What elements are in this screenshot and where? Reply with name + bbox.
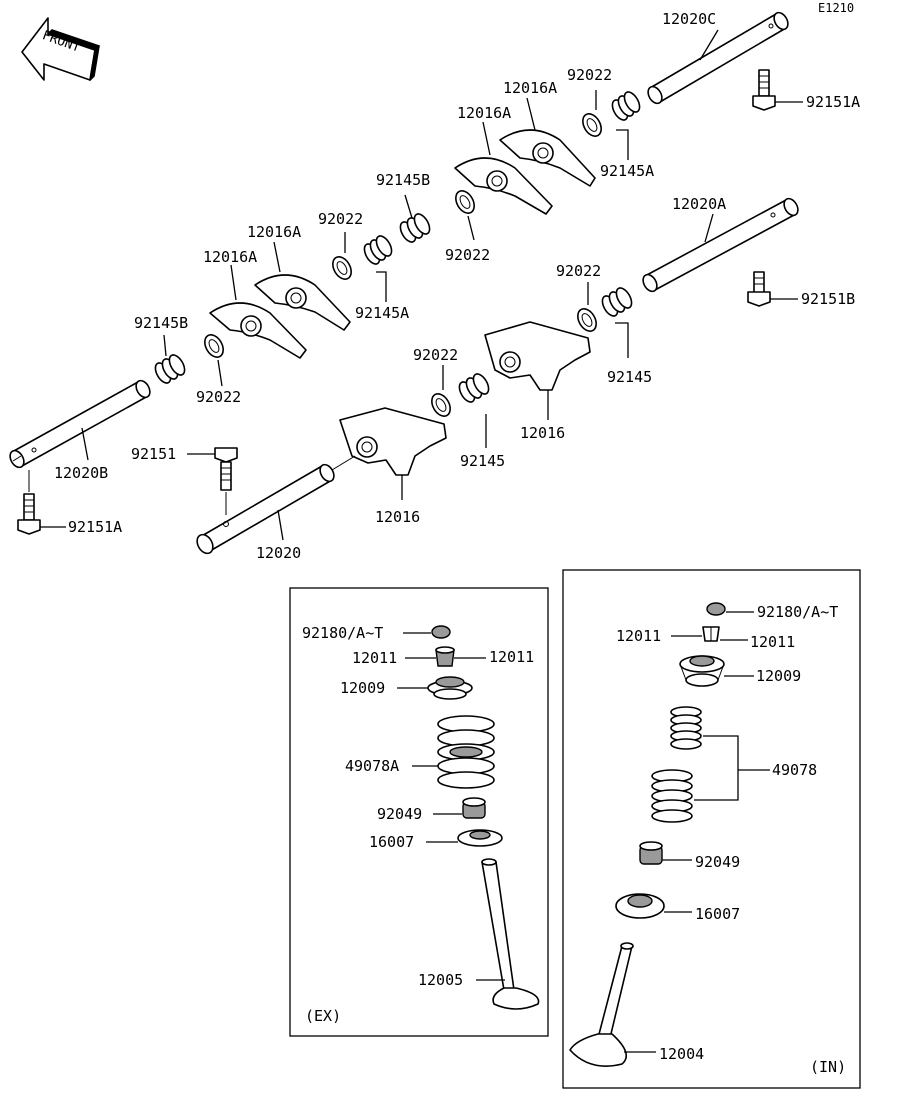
label-92022-e: 92022 — [413, 346, 458, 364]
spring-92145a-b — [363, 235, 393, 265]
label-92145a-a: 92145A — [600, 162, 654, 180]
label-in-16007: 16007 — [695, 905, 740, 923]
rocker-arm-12016-a — [484, 321, 591, 391]
label-92145b-a: 92145B — [376, 171, 430, 189]
label-in-12011-l: 12011 — [616, 627, 661, 645]
label-12016-a: 12016 — [520, 424, 565, 442]
rocker-shaft-12020b — [9, 379, 151, 469]
label-in-92049: 92049 — [695, 853, 740, 871]
bolt-92151 — [214, 447, 238, 491]
seal-92049-in — [639, 841, 663, 865]
label-in-92180: 92180/A~T — [757, 603, 838, 621]
label-12016a-d: 12016A — [203, 248, 257, 266]
rocker-arm-12016a-a — [499, 129, 596, 187]
label-92145a-b: 92145A — [355, 304, 409, 322]
rocker-shaft-12020 — [196, 463, 335, 555]
seal-92049-ex — [462, 797, 486, 819]
in-tag: (IN) — [810, 1058, 846, 1076]
label-ex-16007: 16007 — [369, 833, 414, 851]
spring-49078a-ex — [437, 715, 495, 789]
label-92151: 92151 — [131, 445, 176, 463]
washer-92022-a — [582, 113, 602, 137]
spring-92145b-a — [399, 213, 431, 243]
bolt-92151a-bottom — [17, 493, 41, 535]
seat-16007-in — [615, 893, 665, 919]
label-92022-b: 92022 — [445, 246, 490, 264]
spring-49078-in-inner — [670, 706, 702, 750]
washer-92022-b — [455, 190, 475, 214]
rocker-arm-12016a-d — [209, 302, 307, 359]
label-ex-49078a: 49078A — [345, 757, 399, 775]
exhaust-valve-box — [289, 587, 549, 1037]
label-92022-f: 92022 — [196, 388, 241, 406]
label-ex-12009: 12009 — [340, 679, 385, 697]
label-92151b: 92151B — [801, 290, 855, 308]
label-12016a-b: 12016A — [457, 104, 511, 122]
bolt-92151a-top — [752, 69, 776, 111]
spring-92145a-a — [611, 91, 641, 121]
washer-92022-e — [431, 393, 451, 417]
intake-valve-box — [562, 569, 861, 1089]
label-in-12004: 12004 — [659, 1045, 704, 1063]
label-92145b-b: 92145B — [134, 314, 188, 332]
label-12020a: 12020A — [672, 195, 726, 213]
label-92022-d: 92022 — [556, 262, 601, 280]
label-12020: 12020 — [256, 544, 301, 562]
shim-92180-in — [706, 602, 726, 616]
label-92145-a: 92145 — [607, 368, 652, 386]
label-92151a-top: 92151A — [806, 93, 860, 111]
label-12016a-a: 12016A — [503, 79, 557, 97]
seat-16007-ex — [457, 829, 503, 847]
retainer-12009-in — [679, 655, 725, 687]
washer-92022-c — [332, 256, 352, 280]
spring-92145-a — [601, 287, 633, 317]
spring-92145b-b — [154, 354, 186, 384]
label-ex-92180: 92180/A~T — [302, 624, 383, 642]
label-12016-b: 12016 — [375, 508, 420, 526]
spring-92145-b — [458, 373, 490, 403]
ex-tag: (EX) — [305, 1007, 341, 1025]
valve-12005-ex — [481, 858, 540, 1010]
rocker-shaft-12020c — [647, 11, 789, 105]
label-92022-c: 92022 — [318, 210, 363, 228]
label-92151a-bottom: 92151A — [68, 518, 122, 536]
rocker-arm-12016-b — [339, 407, 447, 476]
label-ex-12005: 12005 — [418, 971, 463, 989]
label-12020c: 12020C — [662, 10, 716, 28]
keeper-12011-in — [702, 626, 720, 642]
label-in-12011-r: 12011 — [750, 633, 795, 651]
label-in-49078: 49078 — [772, 761, 817, 779]
diagram-code: E1210 — [818, 1, 854, 15]
label-92022-a: 92022 — [567, 66, 612, 84]
spring-49078-in-outer — [651, 769, 693, 823]
shim-92180-ex — [431, 625, 451, 639]
rocker-arm-12016a-b — [454, 157, 553, 215]
keeper-12011-ex — [435, 646, 455, 667]
label-ex-12011-l: 12011 — [352, 649, 397, 667]
label-12020b: 12020B — [54, 464, 108, 482]
bolt-92151b — [747, 271, 771, 307]
retainer-12009-ex — [427, 676, 473, 700]
front-arrow-icon: FRONT — [21, 17, 100, 81]
washer-92022-d — [577, 308, 597, 332]
label-ex-12011-r: 12011 — [489, 648, 534, 666]
rocker-shaft-12020a — [642, 197, 799, 293]
washer-92022-f — [204, 334, 224, 358]
rocker-arm-12016a-c — [254, 274, 351, 331]
label-12016a-c: 12016A — [247, 223, 301, 241]
valve-12004-in — [569, 942, 634, 1067]
label-ex-92049: 92049 — [377, 805, 422, 823]
label-in-12009: 12009 — [756, 667, 801, 685]
label-92145-b: 92145 — [460, 452, 505, 470]
